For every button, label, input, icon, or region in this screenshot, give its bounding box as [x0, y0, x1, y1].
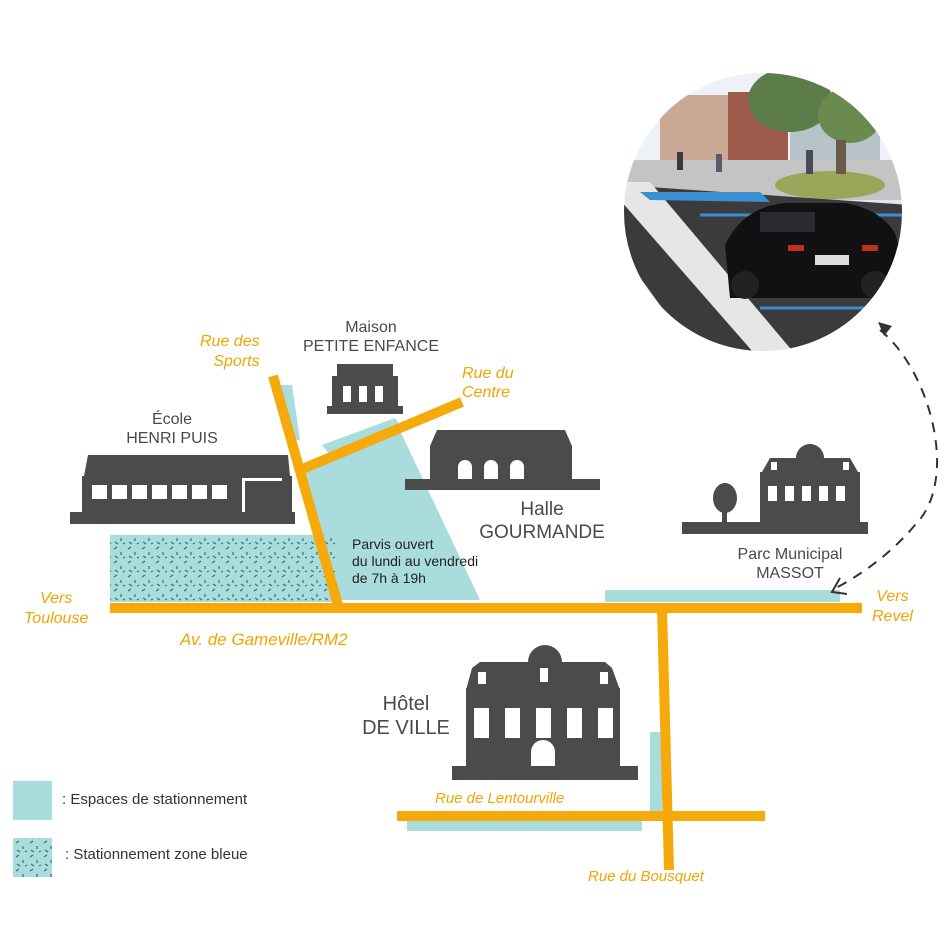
street-label-rue-du-centre: Rue du Centre: [462, 364, 514, 402]
maison-petite-enfance-building: [327, 364, 403, 414]
note-line: Parvis ouvert: [352, 536, 434, 552]
street-label-vers-toulouse: Vers Toulouse: [24, 589, 88, 629]
parc-massot-building: [682, 444, 868, 534]
building-label-line: Halle: [520, 499, 564, 520]
building-label-line: Hôtel: [382, 693, 430, 715]
parking-rue-du-centre: [322, 418, 402, 455]
maison-petite-enfance-label: Maison PETITE ENFANCE: [298, 318, 444, 356]
legend-blue-zone-label: : Stationnement zone bleue: [65, 846, 248, 863]
street-line: Sports: [213, 353, 260, 370]
street-label-vers-revel: Vers Revel: [872, 587, 913, 627]
building-label-line: École: [151, 411, 193, 428]
blue-zone-parking: [110, 535, 335, 602]
hotel-de-ville-building: [452, 645, 638, 780]
road-vertical-revel: [657, 607, 674, 871]
legend-parking-label: : Espaces de stationnement: [62, 791, 248, 808]
photo-frame: [622, 71, 904, 353]
building-label-line: HENRI PUIS: [126, 430, 218, 447]
parking-parc: [605, 590, 840, 602]
street-label-av-gameville: Av. de Gameville/RM2: [180, 630, 348, 649]
building-label-line: DE VILLE: [362, 717, 450, 739]
halle-gourmande-building: [405, 430, 600, 490]
street-line: Toulouse: [24, 610, 89, 627]
roads: [110, 374, 862, 871]
road-rue-des-sports: [268, 374, 343, 607]
arrow-head-bottom-icon: [830, 577, 848, 595]
building-label-line: MASSOT: [756, 565, 824, 582]
ecole-henri-puis-label: École HENRI PUIS: [112, 410, 232, 448]
building-label-line: PETITE ENFANCE: [302, 338, 440, 355]
parking-parvis: [305, 420, 480, 600]
building-label-line: Parc Municipal: [737, 546, 843, 563]
parvis-hours-note: Parvis ouvert du lundi au vendredi de 7h…: [352, 536, 478, 587]
parking-areas: [280, 385, 840, 831]
street-line: Rue du: [462, 365, 514, 382]
street-line: Vers: [876, 588, 909, 605]
street-line: Rue des: [200, 333, 260, 350]
street-line: Vers: [40, 590, 73, 607]
parking-bousquet: [650, 732, 662, 814]
road-rue-du-centre: [298, 397, 464, 475]
street-label-rue-des-sports: Rue des Sports: [200, 332, 260, 372]
note-line: du lundi au vendredi: [352, 553, 479, 569]
arrow-head-top-icon: [878, 322, 892, 336]
street-line: Revel: [872, 608, 913, 625]
hotel-de-ville-label: Hôtel DE VILLE: [356, 692, 456, 740]
building-label-line: Maison: [345, 319, 397, 336]
note-line: de 7h à 19h: [352, 570, 426, 586]
tree-icon: [713, 483, 737, 513]
parking-rue-des-sports: [280, 385, 300, 440]
street-label-rue-lentourville: Rue de Lentourville: [435, 790, 565, 807]
dashed-arrow: [835, 329, 938, 589]
street-parking-photo: [623, 72, 903, 352]
ecole-henri-puis-building: [70, 455, 295, 524]
legend-parking-swatch: [13, 781, 52, 820]
legend-blue-zone-swatch: [13, 838, 52, 877]
halle-gourmande-label: Halle GOURMANDE: [470, 498, 614, 544]
street-label-rue-bousquet: Rue du Bousquet: [588, 868, 704, 885]
parc-massot-label: Parc Municipal MASSOT: [720, 545, 860, 583]
building-label-line: GOURMANDE: [479, 522, 605, 543]
street-line: Centre: [462, 384, 511, 401]
parking-lentourville: [407, 819, 642, 831]
